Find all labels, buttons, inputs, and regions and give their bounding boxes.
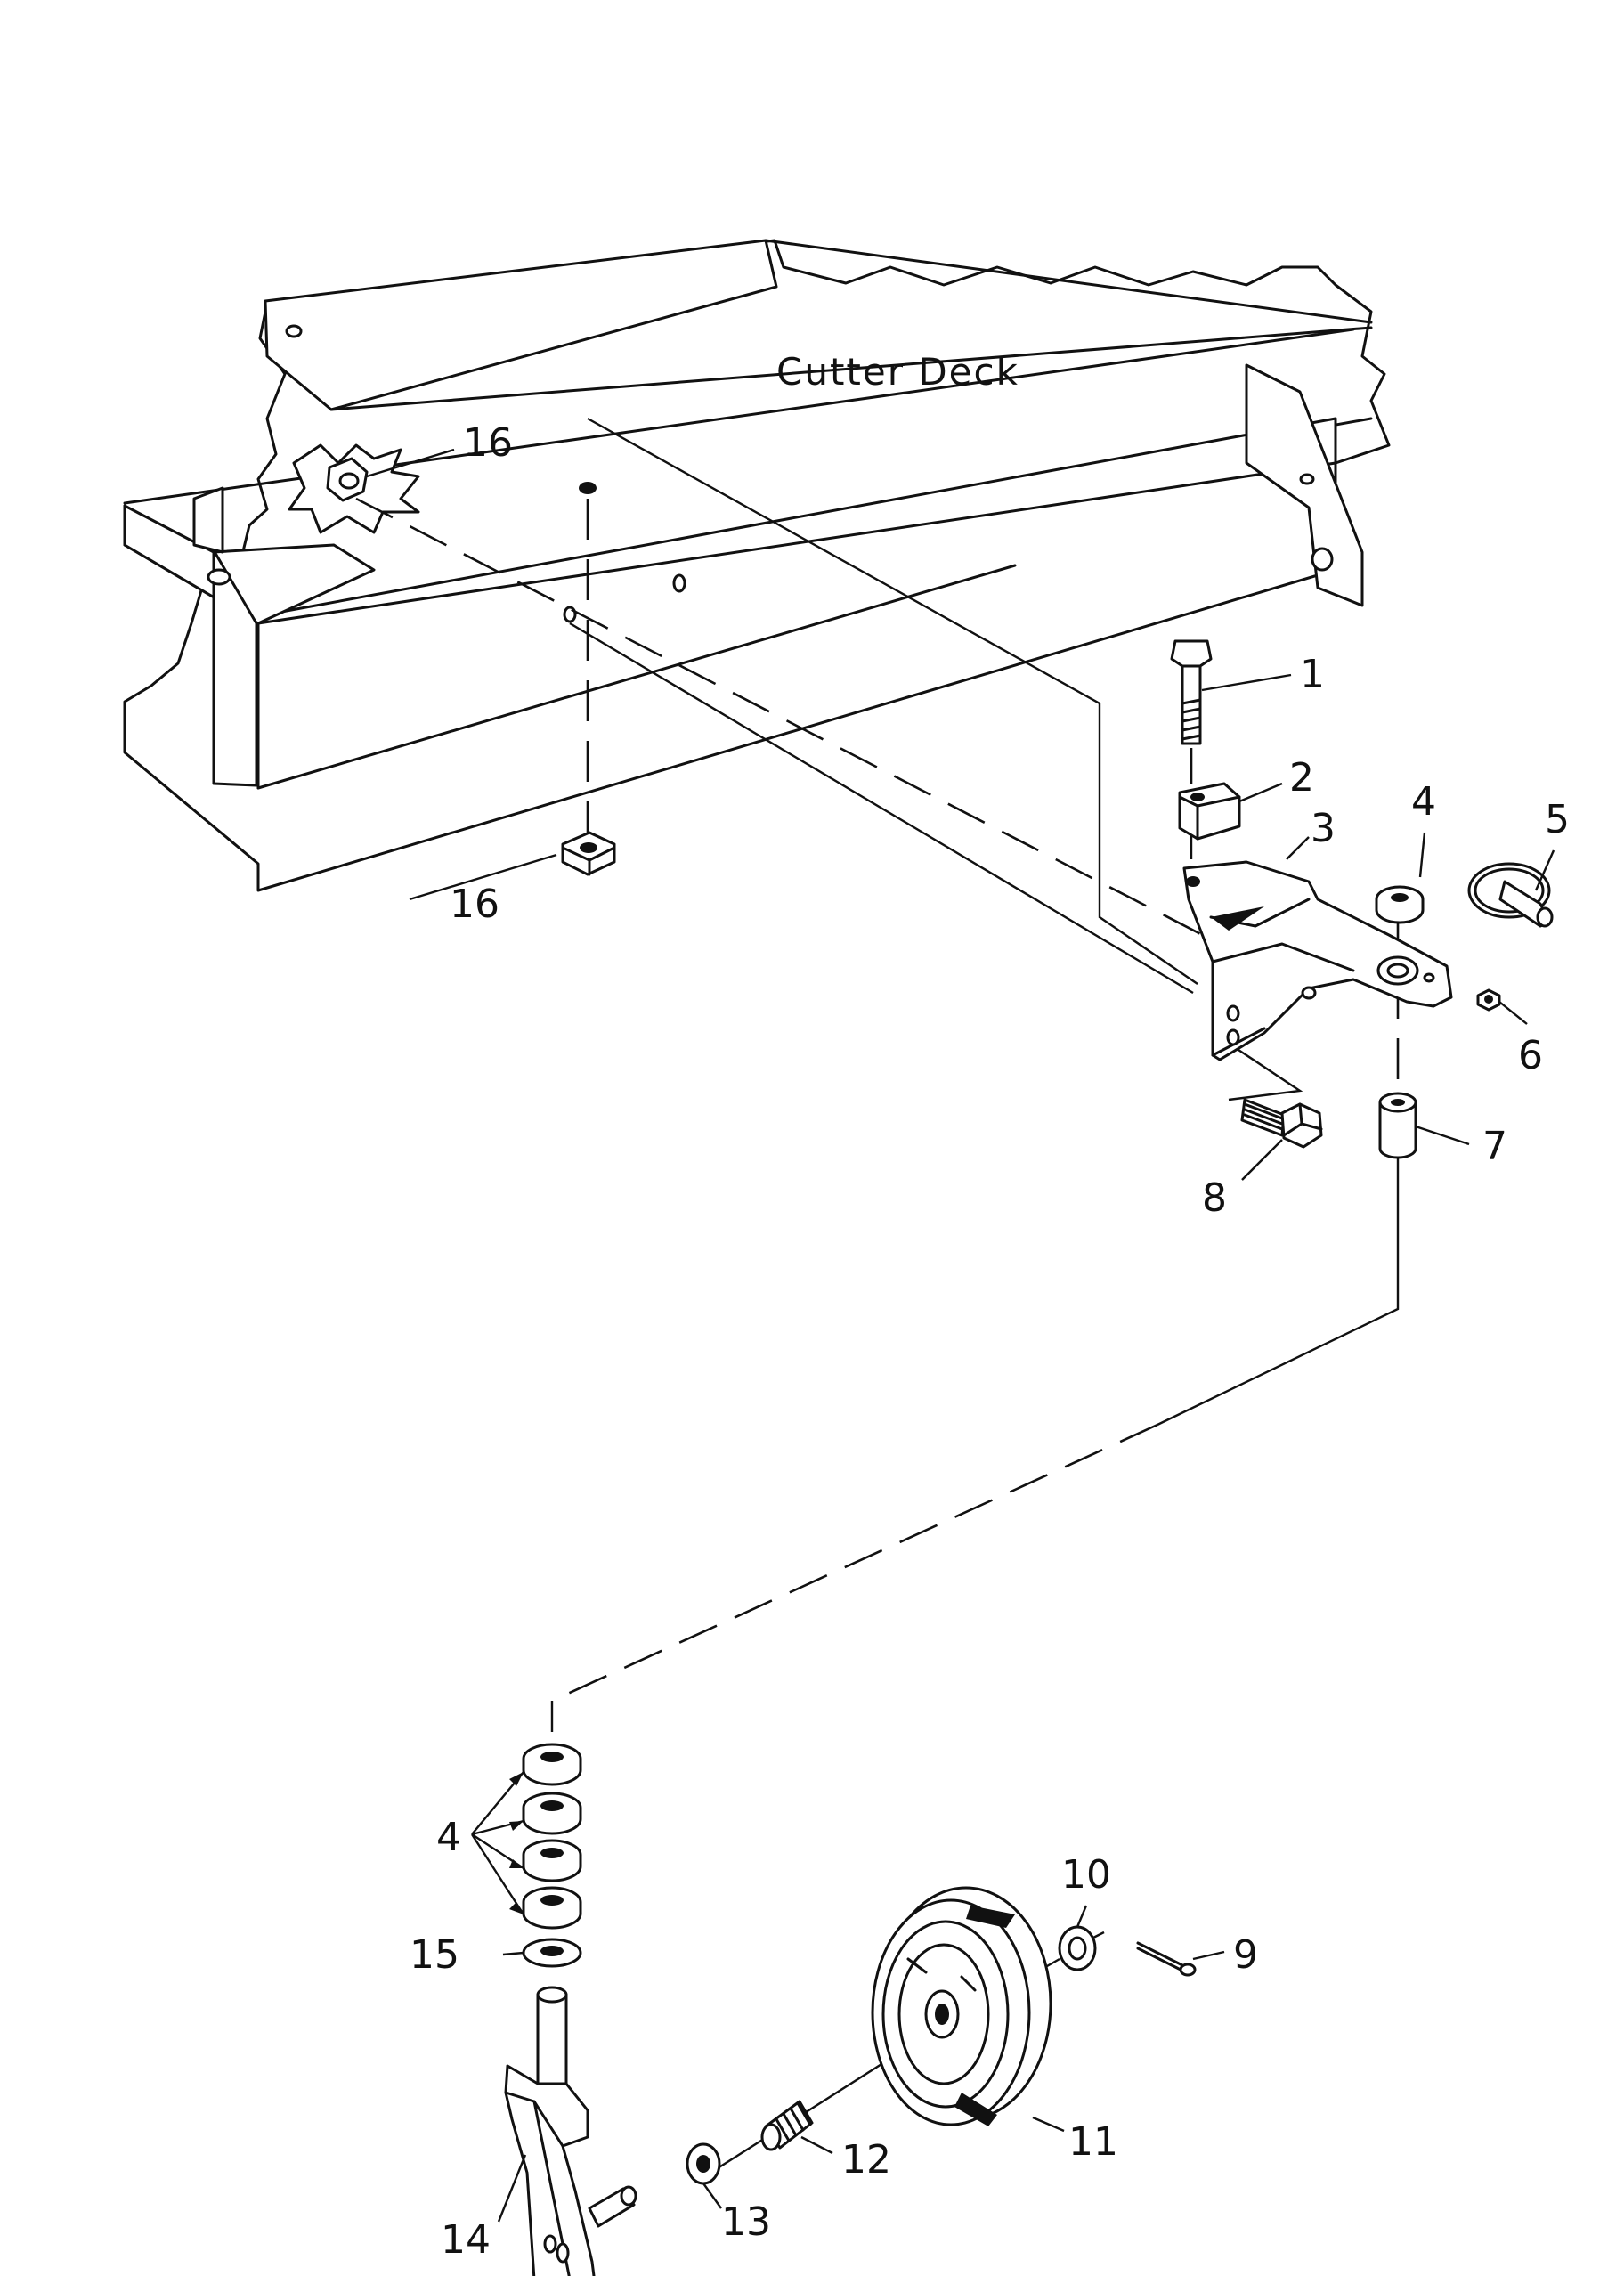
label-part-13: 13	[721, 2199, 771, 2245]
deck-title: Cutter Deck	[776, 350, 1019, 394]
label-part-11: 11	[1068, 2119, 1118, 2165]
spacer-2	[522, 1792, 582, 1835]
part-labels: 1 2 3 4 5 6 7 8 9 10 11 12 13 14 4 15 16…	[410, 420, 1570, 2263]
label-part-12: 12	[841, 2137, 891, 2183]
spacer-3	[522, 1839, 582, 1882]
part-10-washer	[1058, 1925, 1097, 1971]
part-1-bolt	[1170, 639, 1213, 745]
part-9-pin	[1136, 1941, 1197, 1977]
label-part-4-upper: 4	[1411, 779, 1436, 825]
part-14-caster-fork	[504, 1986, 637, 2276]
part-5-lynch-pin	[1467, 862, 1554, 928]
spacer-4	[522, 1886, 582, 1930]
label-part-10: 10	[1061, 1852, 1111, 1898]
label-part-3: 3	[1311, 806, 1336, 851]
part-6-grease-fitting	[1476, 988, 1501, 1012]
label-part-4-lower: 4	[436, 1815, 461, 1860]
label-part-1: 1	[1300, 652, 1325, 697]
part-2-block	[1178, 782, 1241, 841]
spacer-1	[522, 1743, 582, 1786]
part-16-nut-lower	[561, 831, 616, 876]
part-4-spacer-stack	[522, 1743, 582, 1930]
part-11-wheel	[871, 1886, 1052, 2126]
part-12-sleeve	[760, 2100, 814, 2151]
arrowheads	[509, 1772, 524, 1914]
cutter-deck	[123, 239, 1391, 892]
part-4-spacer-upper	[1375, 885, 1425, 924]
part-8-bolt	[1240, 1098, 1323, 1149]
label-part-6: 6	[1518, 1033, 1543, 1078]
label-part-2: 2	[1289, 755, 1314, 801]
label-part-14: 14	[441, 2217, 491, 2263]
label-part-15: 15	[410, 1932, 459, 1978]
leader-lines	[366, 448, 1555, 2223]
label-part-16-upper: 16	[463, 420, 513, 466]
label-part-5: 5	[1545, 797, 1570, 842]
label-part-9: 9	[1233, 1932, 1258, 1978]
part-7-bushing	[1378, 1092, 1417, 1159]
label-part-16-lower: 16	[450, 882, 499, 927]
part-3-bracket	[1182, 860, 1453, 1061]
label-part-8: 8	[1202, 1175, 1227, 1221]
label-part-7: 7	[1482, 1124, 1507, 1169]
part-13-washer	[686, 2142, 721, 2185]
part-15-washer	[522, 1938, 582, 1968]
